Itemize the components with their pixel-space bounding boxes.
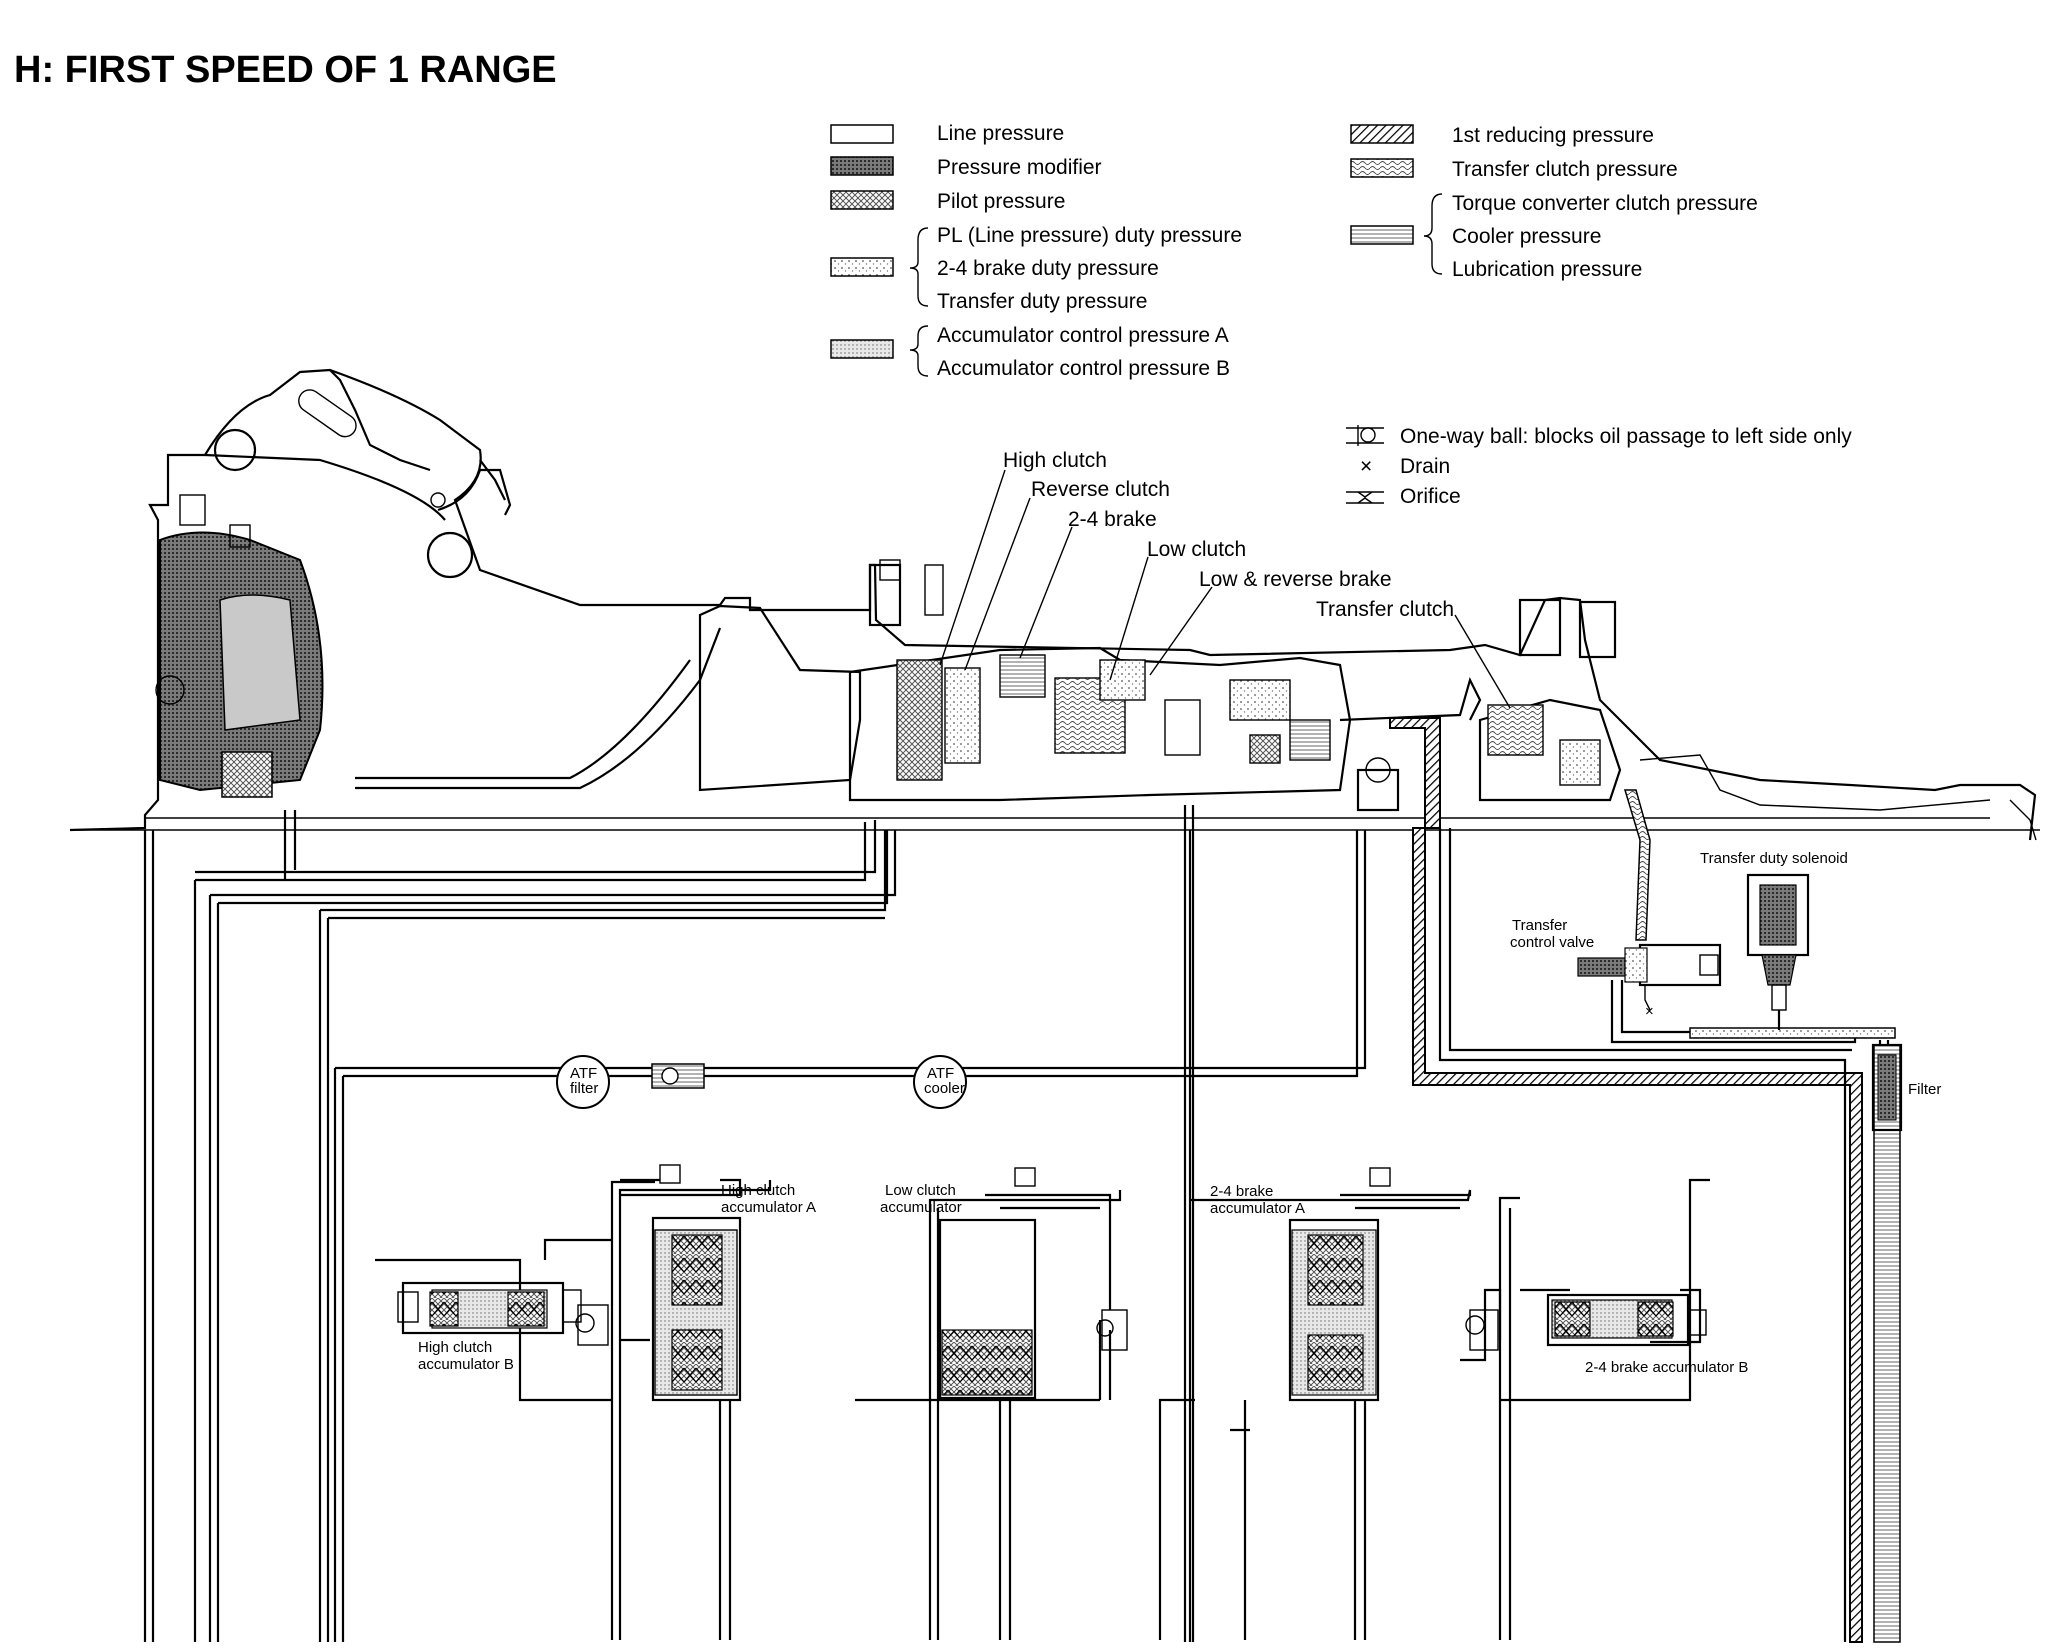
legend: Line pressure Pressure modifier Pilot pr… xyxy=(830,122,1758,380)
low-reverse-brake-pack xyxy=(1099,659,1146,701)
orifice-icon xyxy=(1346,491,1384,504)
accumulator-24-brake-a xyxy=(1288,1167,1472,1640)
legend-label: 1st reducing pressure xyxy=(1452,124,1654,147)
legend-label: Transfer clutch pressure xyxy=(1452,158,1678,181)
label-atf-filter: ATF xyxy=(570,1065,597,1082)
legend-brace xyxy=(1423,193,1443,275)
legend-label: Pilot pressure xyxy=(937,190,1065,213)
legend-swatch-accumulator-control xyxy=(830,339,894,359)
one-way-ball-icon xyxy=(1346,425,1384,446)
legend-label: Accumulator control pressure A xyxy=(937,324,1229,347)
hydraulic-passages xyxy=(143,717,1901,1643)
label-atf-cooler: ATF xyxy=(927,1065,954,1082)
label-low-clutch: Low clutch xyxy=(1147,538,1246,561)
label-high-clutch-acc-a: accumulator A xyxy=(721,1199,816,1216)
drain-label: Drain xyxy=(1400,455,1450,478)
legend-swatch-pressure-modifier xyxy=(830,156,894,176)
reverse-clutch-pack xyxy=(944,667,981,764)
accumulator-high-clutch-b xyxy=(397,1281,609,1346)
legend-swatch-1st-reducing xyxy=(1350,124,1414,144)
transfer-clutch-pack xyxy=(1487,704,1544,756)
label-24-brake-acc-a: accumulator A xyxy=(1210,1200,1305,1217)
label-low-clutch-acc: accumulator xyxy=(880,1199,962,1216)
transmission-housing xyxy=(69,368,2040,841)
atf-filter-icon xyxy=(556,1055,610,1109)
mount-hole xyxy=(213,428,257,472)
legend-label: PL (Line pressure) duty pressure xyxy=(937,224,1242,247)
label-24-brake: 2-4 brake xyxy=(1068,508,1157,531)
legend-swatch-pilot-pressure xyxy=(830,190,894,210)
page-title: H: FIRST SPEED OF 1 RANGE xyxy=(14,49,557,91)
legend-swatch-duty-pressure xyxy=(830,257,894,277)
legend-swatch-line-pressure xyxy=(830,124,894,144)
one-way-ball-label: One-way ball: blocks oil passage to left… xyxy=(1400,425,1852,448)
drain-icon: × xyxy=(1360,455,1372,478)
brake-24-pack xyxy=(999,654,1046,698)
accumulator-high-clutch-a xyxy=(620,1164,742,1640)
transfer-control-valve-icon: × xyxy=(1577,943,1722,1020)
label-transfer-control-valve: control valve xyxy=(1510,934,1594,951)
symbol-key: One-way ball: blocks oil passage to left… xyxy=(1346,425,1852,508)
label-transfer-clutch: Transfer clutch xyxy=(1316,598,1454,621)
legend-label: 2-4 brake duty pressure xyxy=(937,257,1159,280)
transfer-duty-solenoid-icon xyxy=(1746,873,1810,1030)
legend-label: Lubrication pressure xyxy=(1452,258,1642,281)
atf-cooler-icon xyxy=(913,1055,967,1109)
label-reverse-clutch: Reverse clutch xyxy=(1031,478,1170,501)
cooler-line-one-way-ball-icon xyxy=(651,1063,705,1089)
component-labels: High clutch Reverse clutch 2-4 brake Low… xyxy=(418,449,1941,1376)
mount-hole xyxy=(426,531,474,579)
label-low-clutch-acc: Low clutch xyxy=(885,1182,956,1199)
label-high-clutch-acc-b: accumulator B xyxy=(418,1356,514,1373)
legend-label: Transfer duty pressure xyxy=(937,290,1147,313)
accumulator-24-brake-b xyxy=(1465,1293,1707,1351)
legend-label: Line pressure xyxy=(937,122,1064,145)
label-high-clutch-acc-b: High clutch xyxy=(418,1339,492,1356)
legend-label: Torque converter clutch pressure xyxy=(1452,192,1758,215)
label-filter: Filter xyxy=(1908,1081,1941,1098)
accumulator-low-clutch xyxy=(938,1167,1128,1640)
label-atf-cooler: cooler xyxy=(924,1080,965,1097)
label-high-clutch-acc-a: High clutch xyxy=(721,1182,795,1199)
legend-swatch-torque-converter xyxy=(1350,225,1414,245)
bracket-slot xyxy=(298,389,357,438)
filter-icon xyxy=(1871,1043,1903,1132)
orifice-label: Orifice xyxy=(1400,485,1461,508)
legend-brace xyxy=(909,227,929,307)
first-reducing-passage xyxy=(1412,827,1863,1643)
legend-label: Cooler pressure xyxy=(1452,225,1601,248)
high-clutch-pack xyxy=(896,659,943,781)
legend-label: Accumulator control pressure B xyxy=(937,357,1230,380)
legend-swatch-transfer-clutch xyxy=(1350,158,1414,178)
label-low-reverse-brake: Low & reverse brake xyxy=(1199,568,1392,591)
legend-label: Pressure modifier xyxy=(937,156,1102,179)
label-high-clutch: High clutch xyxy=(1003,449,1107,472)
label-transfer-duty-solenoid: Transfer duty solenoid xyxy=(1700,850,1848,867)
label-24-brake-acc-b: 2-4 brake accumulator B xyxy=(1585,1359,1748,1376)
label-24-brake-acc-a: 2-4 brake xyxy=(1210,1183,1273,1200)
svg-text:×: × xyxy=(1645,1003,1654,1020)
legend-brace xyxy=(909,325,929,377)
label-atf-filter: filter xyxy=(570,1080,598,1097)
leader-lines xyxy=(939,469,1511,709)
label-transfer-control-valve: Transfer xyxy=(1512,917,1567,934)
